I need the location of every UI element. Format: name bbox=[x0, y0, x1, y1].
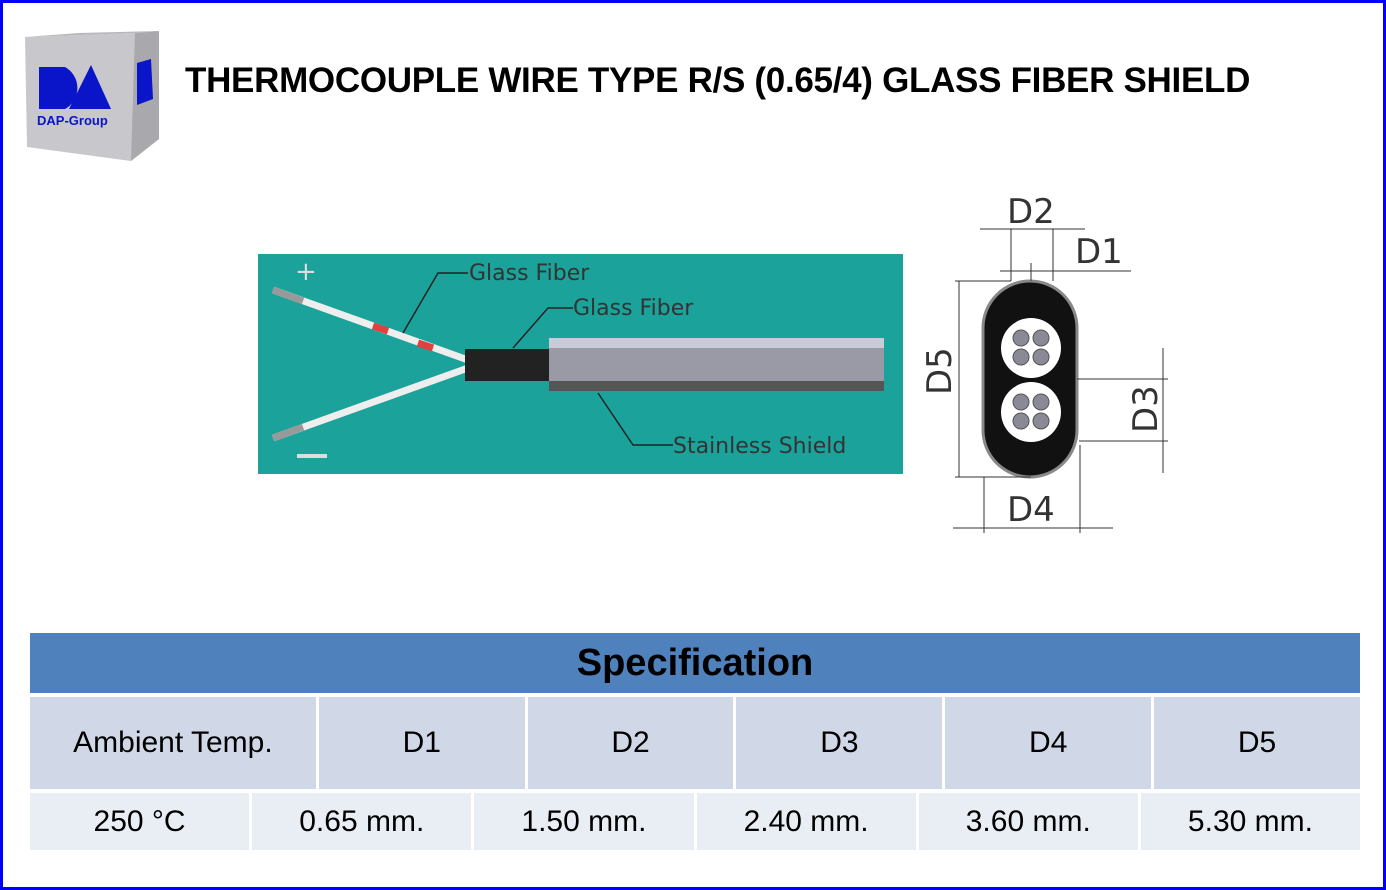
header-ambient-temp: Ambient Temp. bbox=[30, 697, 316, 789]
header-d5: D5 bbox=[1154, 697, 1360, 789]
header-d2: D2 bbox=[527, 697, 734, 789]
header-row: Ambient Temp. D1 D2 D3 D4 D5 bbox=[30, 697, 1360, 789]
specification-table: Specification Ambient Temp. D1 D2 D3 D4 … bbox=[30, 633, 1361, 850]
label-d4: D4 bbox=[1007, 490, 1055, 530]
page-title: THERMOCOUPLE WIRE TYPE R/S (0.65/4) GLAS… bbox=[185, 61, 1251, 100]
value-d4: 3.60 mm. bbox=[918, 793, 1138, 850]
value-d1: 0.65 mm. bbox=[252, 793, 472, 850]
label-glass-fiber-2: Glass Fiber bbox=[573, 296, 694, 321]
value-d2: 1.50 mm. bbox=[474, 793, 694, 850]
svg-text:DAP-Group: DAP-Group bbox=[37, 113, 108, 128]
label-stainless-shield: Stainless Shield bbox=[673, 434, 846, 459]
value-d3: 2.40 mm. bbox=[696, 793, 916, 850]
header-d4: D4 bbox=[945, 697, 1152, 789]
value-ambient-temp: 250 °C bbox=[30, 793, 250, 850]
dap-group-logo: DAP-Group bbox=[25, 31, 159, 161]
header-d1: D1 bbox=[318, 697, 525, 789]
svg-text:+: + bbox=[295, 257, 317, 287]
cross-section-diagram: D2 D1 D5 D3 D4 bbox=[920, 192, 1168, 533]
wire-diagram: + Glass Fiber Glass Fiber Stainless Shie… bbox=[258, 254, 903, 474]
label-glass-fiber-1: Glass Fiber bbox=[469, 261, 590, 286]
header-d3: D3 bbox=[736, 697, 943, 789]
label-d2: D2 bbox=[1007, 192, 1055, 232]
label-d5: D5 bbox=[920, 347, 960, 395]
value-row: 250 °C 0.65 mm. 1.50 mm. 2.40 mm. 3.60 m… bbox=[30, 793, 1361, 850]
label-d1: D1 bbox=[1075, 232, 1123, 272]
value-d5: 5.30 mm. bbox=[1140, 793, 1361, 850]
spec-heading: Specification bbox=[30, 633, 1360, 693]
label-d3: D3 bbox=[1126, 385, 1166, 433]
